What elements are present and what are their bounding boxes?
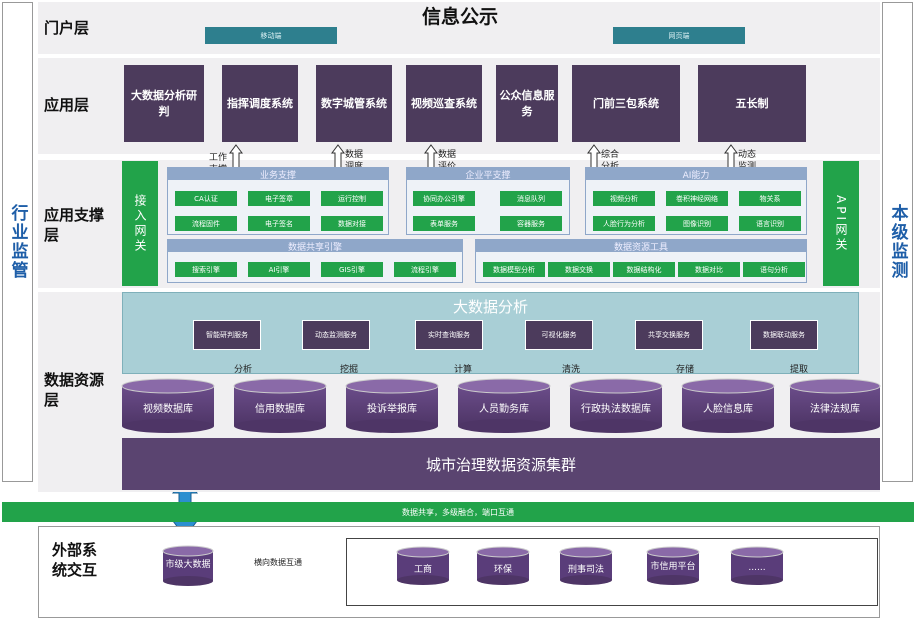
workflow-engine[interactable]: 流程引擎	[394, 262, 456, 277]
data-cluster-label: 城市治理数据资源集群	[425, 455, 576, 474]
service-visualization[interactable]: 可视化服务	[525, 320, 593, 350]
arrow-label-store: 存储	[676, 365, 695, 375]
support-layer-label: 应用支撑层	[44, 206, 105, 244]
statement-analysis[interactable]: 语句分析	[743, 262, 805, 277]
db-complaint-label[interactable]: 投诉举报库	[367, 404, 417, 415]
service-share-exchange[interactable]: 共享交换服务	[635, 320, 703, 350]
db-personnel-label[interactable]: 人员勤务库	[479, 404, 529, 415]
portal-title: 信息公示	[421, 6, 498, 28]
city-bigdata-label[interactable]: 市级大数据	[165, 560, 211, 570]
e-signature[interactable]: 电子签名	[248, 216, 310, 231]
data-tools-title: 数据资源工具	[476, 240, 806, 253]
business-support-title: 业务支撑	[168, 168, 388, 181]
face-behavior-analysis[interactable]: 人脸行为分析	[593, 216, 655, 231]
side-local-monitoring: 本级监测	[882, 2, 913, 482]
data-cluster[interactable]: 城市治理数据资源集群	[122, 438, 880, 490]
app-three-guarantees[interactable]: 门前三包系统	[572, 65, 680, 142]
access-gateway[interactable]: 接入网关	[122, 161, 158, 286]
ext-commerce[interactable]: 工商	[413, 564, 432, 575]
data-share-bus: 数据共享，多级融合，端口互通	[2, 502, 914, 522]
api-gateway-label: API网关	[834, 194, 848, 253]
app-five-chiefs[interactable]: 五长制	[698, 65, 806, 142]
arrow-label-extract: 提取	[790, 365, 809, 375]
access-gateway-label: 接入网关	[133, 193, 147, 254]
portal-layer-label: 门户层	[44, 19, 90, 37]
service-smart-judgement[interactable]: 智能研判服务	[193, 320, 261, 350]
ca-auth[interactable]: CA认证	[175, 191, 237, 206]
arrow-label-analyze: 分析	[234, 365, 253, 375]
form-service[interactable]: 表单服务	[413, 216, 475, 231]
db-face-label[interactable]: 人脸信息库	[703, 404, 753, 415]
speech-recognition[interactable]: 语言识别	[739, 216, 801, 231]
video-analysis[interactable]: 视频分析	[593, 191, 655, 206]
platform-support-title: 企业平支撑	[407, 168, 569, 181]
gis-engine[interactable]: GIS引擎	[321, 262, 383, 277]
service-realtime-query[interactable]: 实时查询服务	[415, 320, 483, 350]
app-digital-urban[interactable]: 数字城管系统	[316, 65, 392, 142]
app-video-patrol[interactable]: 视频巡查系统	[406, 65, 482, 142]
process-firmware[interactable]: 流程固件	[175, 216, 237, 231]
external-layer-label: 外部系统交互	[52, 541, 98, 579]
data-exchange[interactable]: 数据交换	[548, 262, 610, 277]
e-seal[interactable]: 电子签章	[248, 191, 310, 206]
data-model-analysis[interactable]: 数据模型分析	[483, 262, 545, 277]
data-resource-layer-label: 数据资源层	[44, 371, 105, 409]
app-bigdata-analysis[interactable]: 大数据分析研判	[124, 65, 204, 142]
shared-engine-title: 数据共享引擎	[168, 240, 462, 253]
data-comparison[interactable]: 数据对比	[678, 262, 740, 277]
ext-credit-platform[interactable]: 市信用平台	[650, 562, 696, 572]
side-right-text: 本级监测	[887, 204, 908, 280]
horizontal-link-label: 横向数据互通	[254, 558, 302, 567]
ext-environment[interactable]: 环保	[493, 564, 512, 575]
search-engine[interactable]: 搜索引擎	[175, 262, 237, 277]
side-industry-supervision: 行业监管	[2, 2, 33, 482]
image-recognition[interactable]: 图像识别	[666, 216, 728, 231]
mobile-portal-button[interactable]: 移动端	[205, 27, 337, 44]
ai-capability-title: AI能力	[586, 168, 806, 181]
ai-engine[interactable]: AI引擎	[248, 262, 310, 277]
app-command-dispatch[interactable]: 指挥调度系统	[222, 65, 298, 142]
arrow-label-compute: 计算	[454, 365, 473, 375]
message-queue[interactable]: 消息队列	[500, 191, 562, 206]
ext-more[interactable]: ......	[748, 563, 766, 573]
arrow-label-clean: 清洗	[562, 365, 581, 375]
object-relation[interactable]: 物关系	[739, 191, 801, 206]
external-systems-box	[346, 538, 878, 606]
side-left-text: 行业监管	[7, 204, 28, 280]
bigdata-analysis-title: 大数据分析	[452, 298, 528, 316]
ext-criminal-justice[interactable]: 刑事司法	[567, 564, 604, 575]
application-layer-label: 应用层	[44, 96, 90, 114]
db-video-label[interactable]: 视频数据库	[143, 404, 193, 415]
web-portal-button[interactable]: 网页端	[613, 27, 745, 44]
data-integration[interactable]: 数据对接	[321, 216, 383, 231]
collab-office-engine[interactable]: 协同办公引擎	[413, 191, 475, 206]
data-structuring[interactable]: 数据结构化	[613, 262, 675, 277]
service-data-linkage[interactable]: 数据联动服务	[750, 320, 818, 350]
db-law-label[interactable]: 法律法规库	[810, 404, 860, 415]
run-control[interactable]: 运行控制	[321, 191, 383, 206]
cnn[interactable]: 卷积神经网络	[666, 191, 728, 206]
container-service[interactable]: 容器服务	[500, 216, 562, 231]
app-public-info[interactable]: 公众信息服务	[496, 65, 558, 142]
db-enforcement-label[interactable]: 行政执法数据库	[581, 404, 651, 415]
data-share-bus-label: 数据共享，多级融合，端口互通	[402, 507, 514, 517]
api-gateway[interactable]: API网关	[823, 161, 859, 286]
service-dynamic-monitoring[interactable]: 动态监测服务	[302, 320, 370, 350]
arrow-label-mine: 挖掘	[340, 365, 359, 375]
db-credit-label[interactable]: 信用数据库	[255, 404, 305, 415]
